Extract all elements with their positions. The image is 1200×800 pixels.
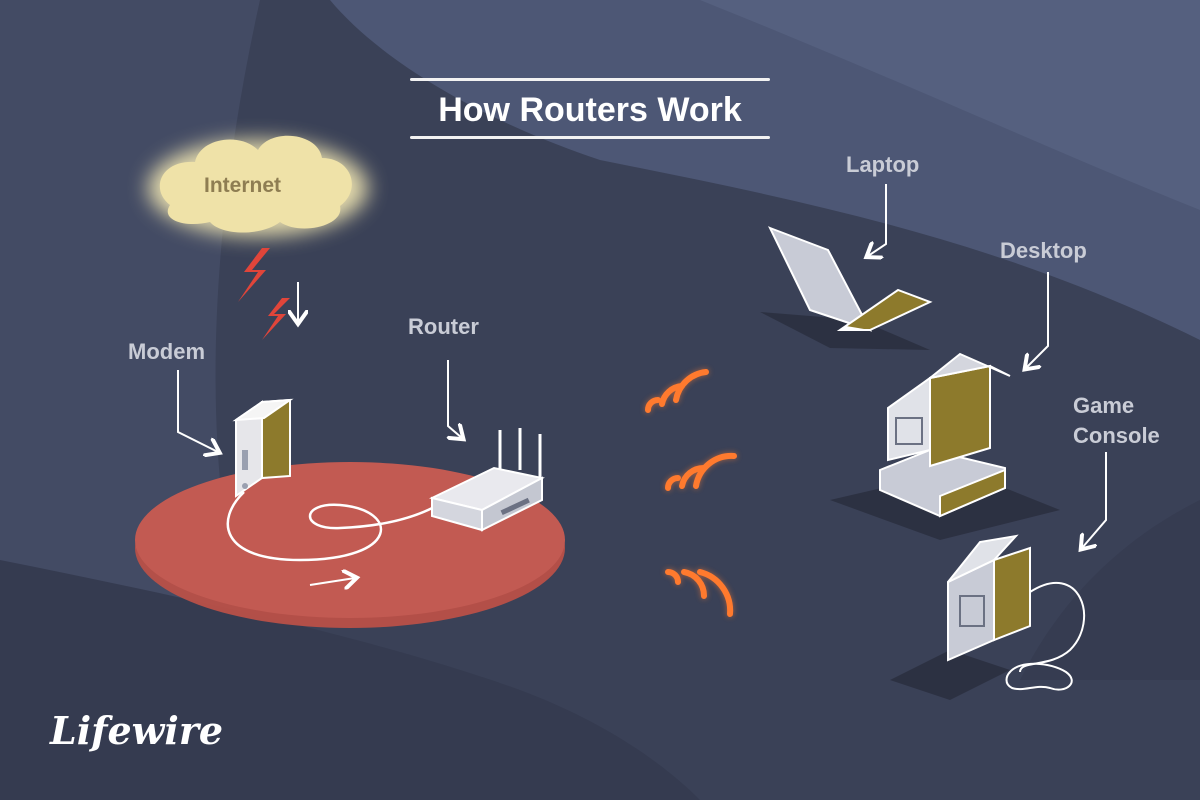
desktop-icon xyxy=(830,352,1060,540)
desktop-label: Desktop xyxy=(1000,238,1087,263)
background-band-light xyxy=(700,0,1200,210)
title-rule-top xyxy=(410,78,770,81)
label-arrows xyxy=(177,184,1107,548)
router-label: Router xyxy=(408,314,479,339)
network-cable xyxy=(226,491,439,562)
background-band-bottom xyxy=(0,560,700,800)
game-console-label-line2: Console xyxy=(1073,423,1160,448)
laptop-label: Laptop xyxy=(846,152,920,177)
title-rule-bottom xyxy=(410,136,770,139)
data-flow-arrow xyxy=(309,578,355,585)
lightning-icon xyxy=(238,248,290,340)
game-console-label-line1: Game xyxy=(1073,393,1135,418)
modem-label: Modem xyxy=(128,339,205,364)
game-console-icon xyxy=(890,534,1086,700)
background-band-right xyxy=(1020,500,1200,680)
laptop-icon xyxy=(760,226,933,350)
diagram-title: How Routers Work xyxy=(438,91,742,129)
router-icon xyxy=(429,428,545,532)
lifewire-logo: Lifewire xyxy=(50,708,224,753)
internet-cloud xyxy=(148,135,368,236)
title-block: How Routers Work xyxy=(410,78,770,140)
modem-icon xyxy=(232,398,294,498)
wifi-signal-icon xyxy=(645,369,737,617)
internet-label: Internet xyxy=(204,174,282,197)
